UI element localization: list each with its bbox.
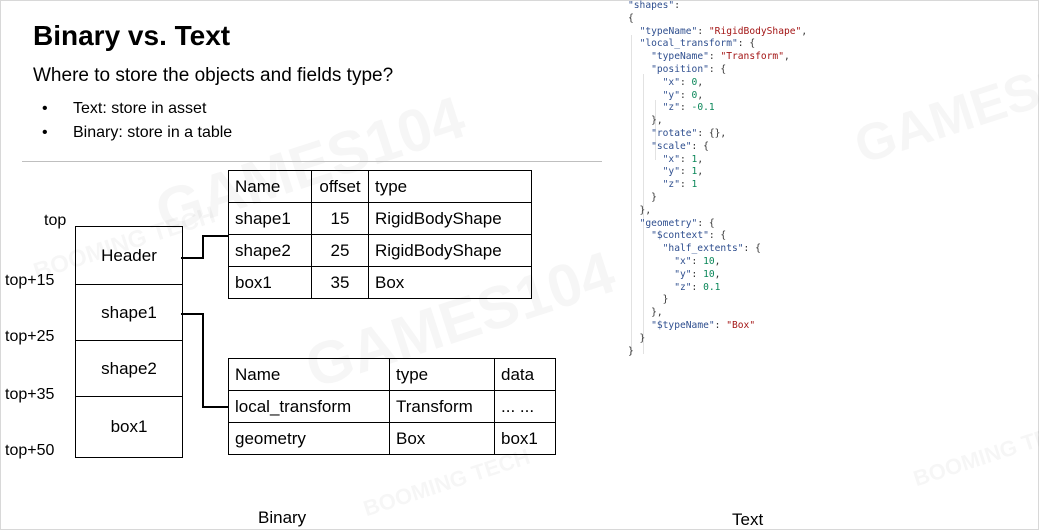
table-cell: RigidBodyShape [368,202,532,235]
code-line: } [628,345,634,357]
table-header-cell: type [389,358,495,391]
stack-cell-header: Header [76,227,182,285]
code-line: "z": 0.1 [674,281,721,293]
code-line: "geometry": { [639,217,715,229]
indent-guide [631,35,632,355]
stack-cell-shape2: shape2 [76,341,182,397]
table-row: local_transform Transform ... ... [228,390,556,423]
code-line: "half_extents": { [662,243,761,255]
offset-label: top+15 [5,272,55,289]
table-cell: box1 [228,266,312,299]
table-cell: geometry [228,422,390,455]
table-row: box1 35 Box [228,266,532,299]
table-cell: shape1 [228,202,312,235]
code-line: "$context": { [651,230,727,242]
table-header-cell: type [368,170,532,203]
bullet-item: Binary: store in a table [40,121,232,145]
offset-label: top+50 [5,442,55,459]
code-line: }, [628,204,652,216]
table-row: geometry Box box1 [228,422,556,455]
slide-title: Binary vs. Text [33,20,231,51]
json-code-block: "shapes":{ "typeName": "RigidBodyShape",… [628,0,807,358]
table-cell: shape2 [228,234,312,267]
code-line: "typeName": "RigidBodyShape", [639,25,808,37]
code-line: }, [628,115,663,127]
field-table: Name type data local_transform Transform… [228,358,556,455]
indent-guide [655,100,656,160]
code-line: "x": 1, [662,153,704,165]
code-line: "typeName": "Transform", [651,51,790,63]
bullet-list: Text: store in asset Binary: store in a … [40,97,232,145]
code-line: "rotate": {}, [651,127,727,139]
offset-label: top+35 [5,386,55,403]
table-cell: box1 [494,422,556,455]
offset-label: top [44,212,67,229]
indent-guide [643,74,644,354]
table-cell: local_transform [228,390,390,423]
stack-cell-shape1: shape1 [76,285,182,341]
code-line: "shapes": [628,0,680,11]
table-header-cell: Name [228,170,312,203]
shape1-to-field-table-connector [181,313,228,408]
code-line: "z": -0.1 [662,102,715,114]
table-cell: Box [368,266,532,299]
code-line: } [628,191,657,203]
code-line: "local_transform": { [639,38,756,50]
table-cell: 35 [311,266,369,299]
table-row: shape1 15 RigidBodyShape [228,202,532,235]
table-cell: RigidBodyShape [368,234,532,267]
code-line: "x": 0, [662,76,704,88]
stack-cell-box1: box1 [110,417,148,436]
code-line: "position": { [651,63,727,75]
table-header-row: Name type data [228,358,556,391]
code-line: } [628,332,646,344]
table-header-row: Name offset type [228,170,532,203]
table-cell: 15 [311,202,369,235]
table-cell: Box [389,422,495,455]
table-cell: 25 [311,234,369,267]
table-cell: Transform [389,390,495,423]
code-line: "scale": { [651,140,709,152]
table-row: shape2 25 RigidBodyShape [228,234,532,267]
code-line: } [628,294,669,306]
header-to-object-table-connector [181,235,228,259]
code-line: { [628,12,634,24]
code-line: "y": 0, [662,89,704,101]
slide-subtitle: Where to store the objects and fields ty… [33,65,394,86]
divider [22,161,602,162]
object-table: Name offset type shape1 15 RigidBodyShap… [228,170,532,299]
offset-label: top+25 [5,328,55,345]
bullet-item: Text: store in asset [40,97,232,121]
table-cell: ... ... [494,390,556,423]
table-header-cell: data [494,358,556,391]
binary-memory-stack: Header shape1 shape2 box1 [75,226,183,458]
code-line: "z": 1 [662,179,698,191]
code-line: "x": 10, [674,255,721,267]
code-line: "y": 10, [674,268,721,280]
text-caption: Text [732,510,764,529]
table-header-cell: Name [228,358,390,391]
code-line: "$typeName": "Box" [651,319,756,331]
code-line: }, [628,307,663,319]
code-line: "y": 1, [662,166,704,178]
table-header-cell: offset [311,170,369,203]
binary-caption: Binary [258,508,307,527]
